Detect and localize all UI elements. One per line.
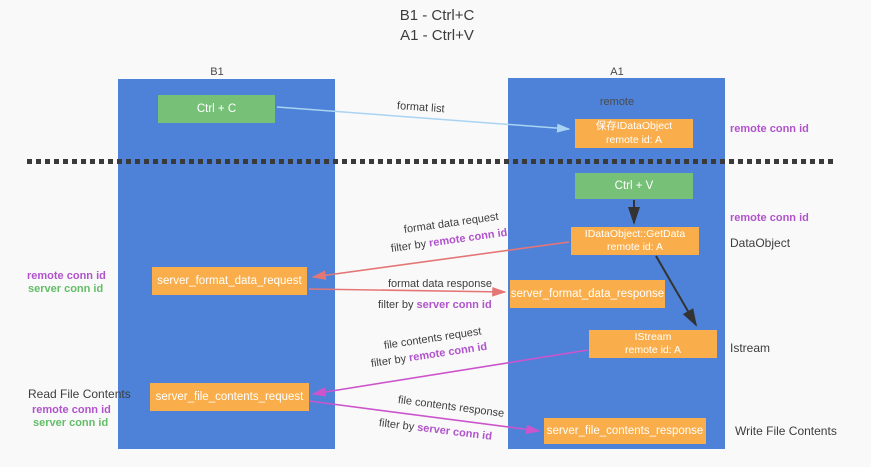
file-contents-response-filter-label: filter by server conn id (378, 417, 492, 443)
getdata-line2: remote id: A (606, 241, 664, 253)
istream-line2: remote id: A (624, 344, 682, 356)
filter-by-text: filter by (378, 417, 418, 434)
filter-by-text: filter by (378, 299, 417, 311)
filter-by-text: filter by (390, 237, 430, 255)
filter-by-text: filter by (370, 352, 410, 370)
istream-box: IStream remote id: A (589, 330, 717, 358)
format-list-label: format list (396, 100, 445, 116)
ctrl-v-label: Ctrl + V (614, 179, 654, 192)
ctrl-v-box: Ctrl + V (575, 173, 693, 199)
idataobject-getdata-box: IDataObject::GetData remote id: A (571, 227, 699, 255)
diagram-title-line2: A1 - Ctrl+V (400, 26, 474, 44)
server-file-contents-request-box: server_file_contents_request (150, 383, 309, 411)
remote-conn-id-annotation-left-1: remote conn id (27, 270, 106, 282)
istream-line1: IStream (634, 330, 672, 343)
diagram-title: B1 - Ctrl+C A1 - Ctrl+V (327, 6, 547, 45)
dataobject-annotation: DataObject (730, 236, 791, 250)
server-conn-id-annotation-left-2: server conn id (33, 417, 109, 429)
remote-conn-id-annotation-top-right: remote conn id (730, 123, 809, 135)
save-dataobject-line1: 保存IDataObject (595, 120, 673, 133)
server-file-contents-response-label: server_file_contents_response (546, 424, 704, 437)
ctrl-c-label: Ctrl + C (196, 102, 237, 115)
save-dataobject-line2: remote id: A (605, 133, 663, 146)
remote-conn-id-annotation-left-2: remote conn id (32, 404, 111, 416)
server-conn-id-text: server conn id (416, 421, 493, 443)
server-conn-id-annotation-left-1: server conn id (28, 283, 104, 295)
istream-annotation: Istream (730, 341, 771, 355)
server-file-contents-response-box: server_file_contents_response (544, 418, 706, 444)
server-file-contents-request-label: server_file_contents_request (155, 390, 304, 403)
lane-a1-name: A1 (610, 65, 624, 78)
diagram-title-line1: B1 - Ctrl+C (399, 7, 475, 24)
format-data-response-filter-label: filter by server conn id (378, 299, 492, 311)
server-format-data-request-label: server_format_data_request (157, 274, 302, 287)
server-format-data-response-label: server_format_data_response (510, 287, 665, 300)
lane-a1-role: remote (599, 95, 635, 108)
format-data-response-label: format data response (388, 278, 492, 290)
server-conn-id-text: server conn id (416, 299, 492, 311)
remote-conn-id-annotation-mid-right: remote conn id (730, 212, 809, 224)
dashed-separator-line (27, 159, 836, 164)
lane-b1-name: B1 (210, 65, 224, 78)
getdata-line1: IDataObject::GetData (584, 227, 686, 240)
save-dataobject-box: 保存IDataObject remote id: A (575, 119, 693, 148)
write-file-contents-annotation: Write File Contents (735, 424, 837, 438)
server-format-data-request-box: server_format_data_request (152, 267, 307, 295)
lane-header-a1: A1 remote (517, 50, 717, 124)
read-file-contents-annotation: Read File Contents (28, 387, 131, 401)
ctrl-c-box: Ctrl + C (158, 95, 275, 123)
server-format-data-response-box: server_format_data_response (510, 280, 665, 308)
file-contents-response-label: file contents response (397, 394, 505, 420)
